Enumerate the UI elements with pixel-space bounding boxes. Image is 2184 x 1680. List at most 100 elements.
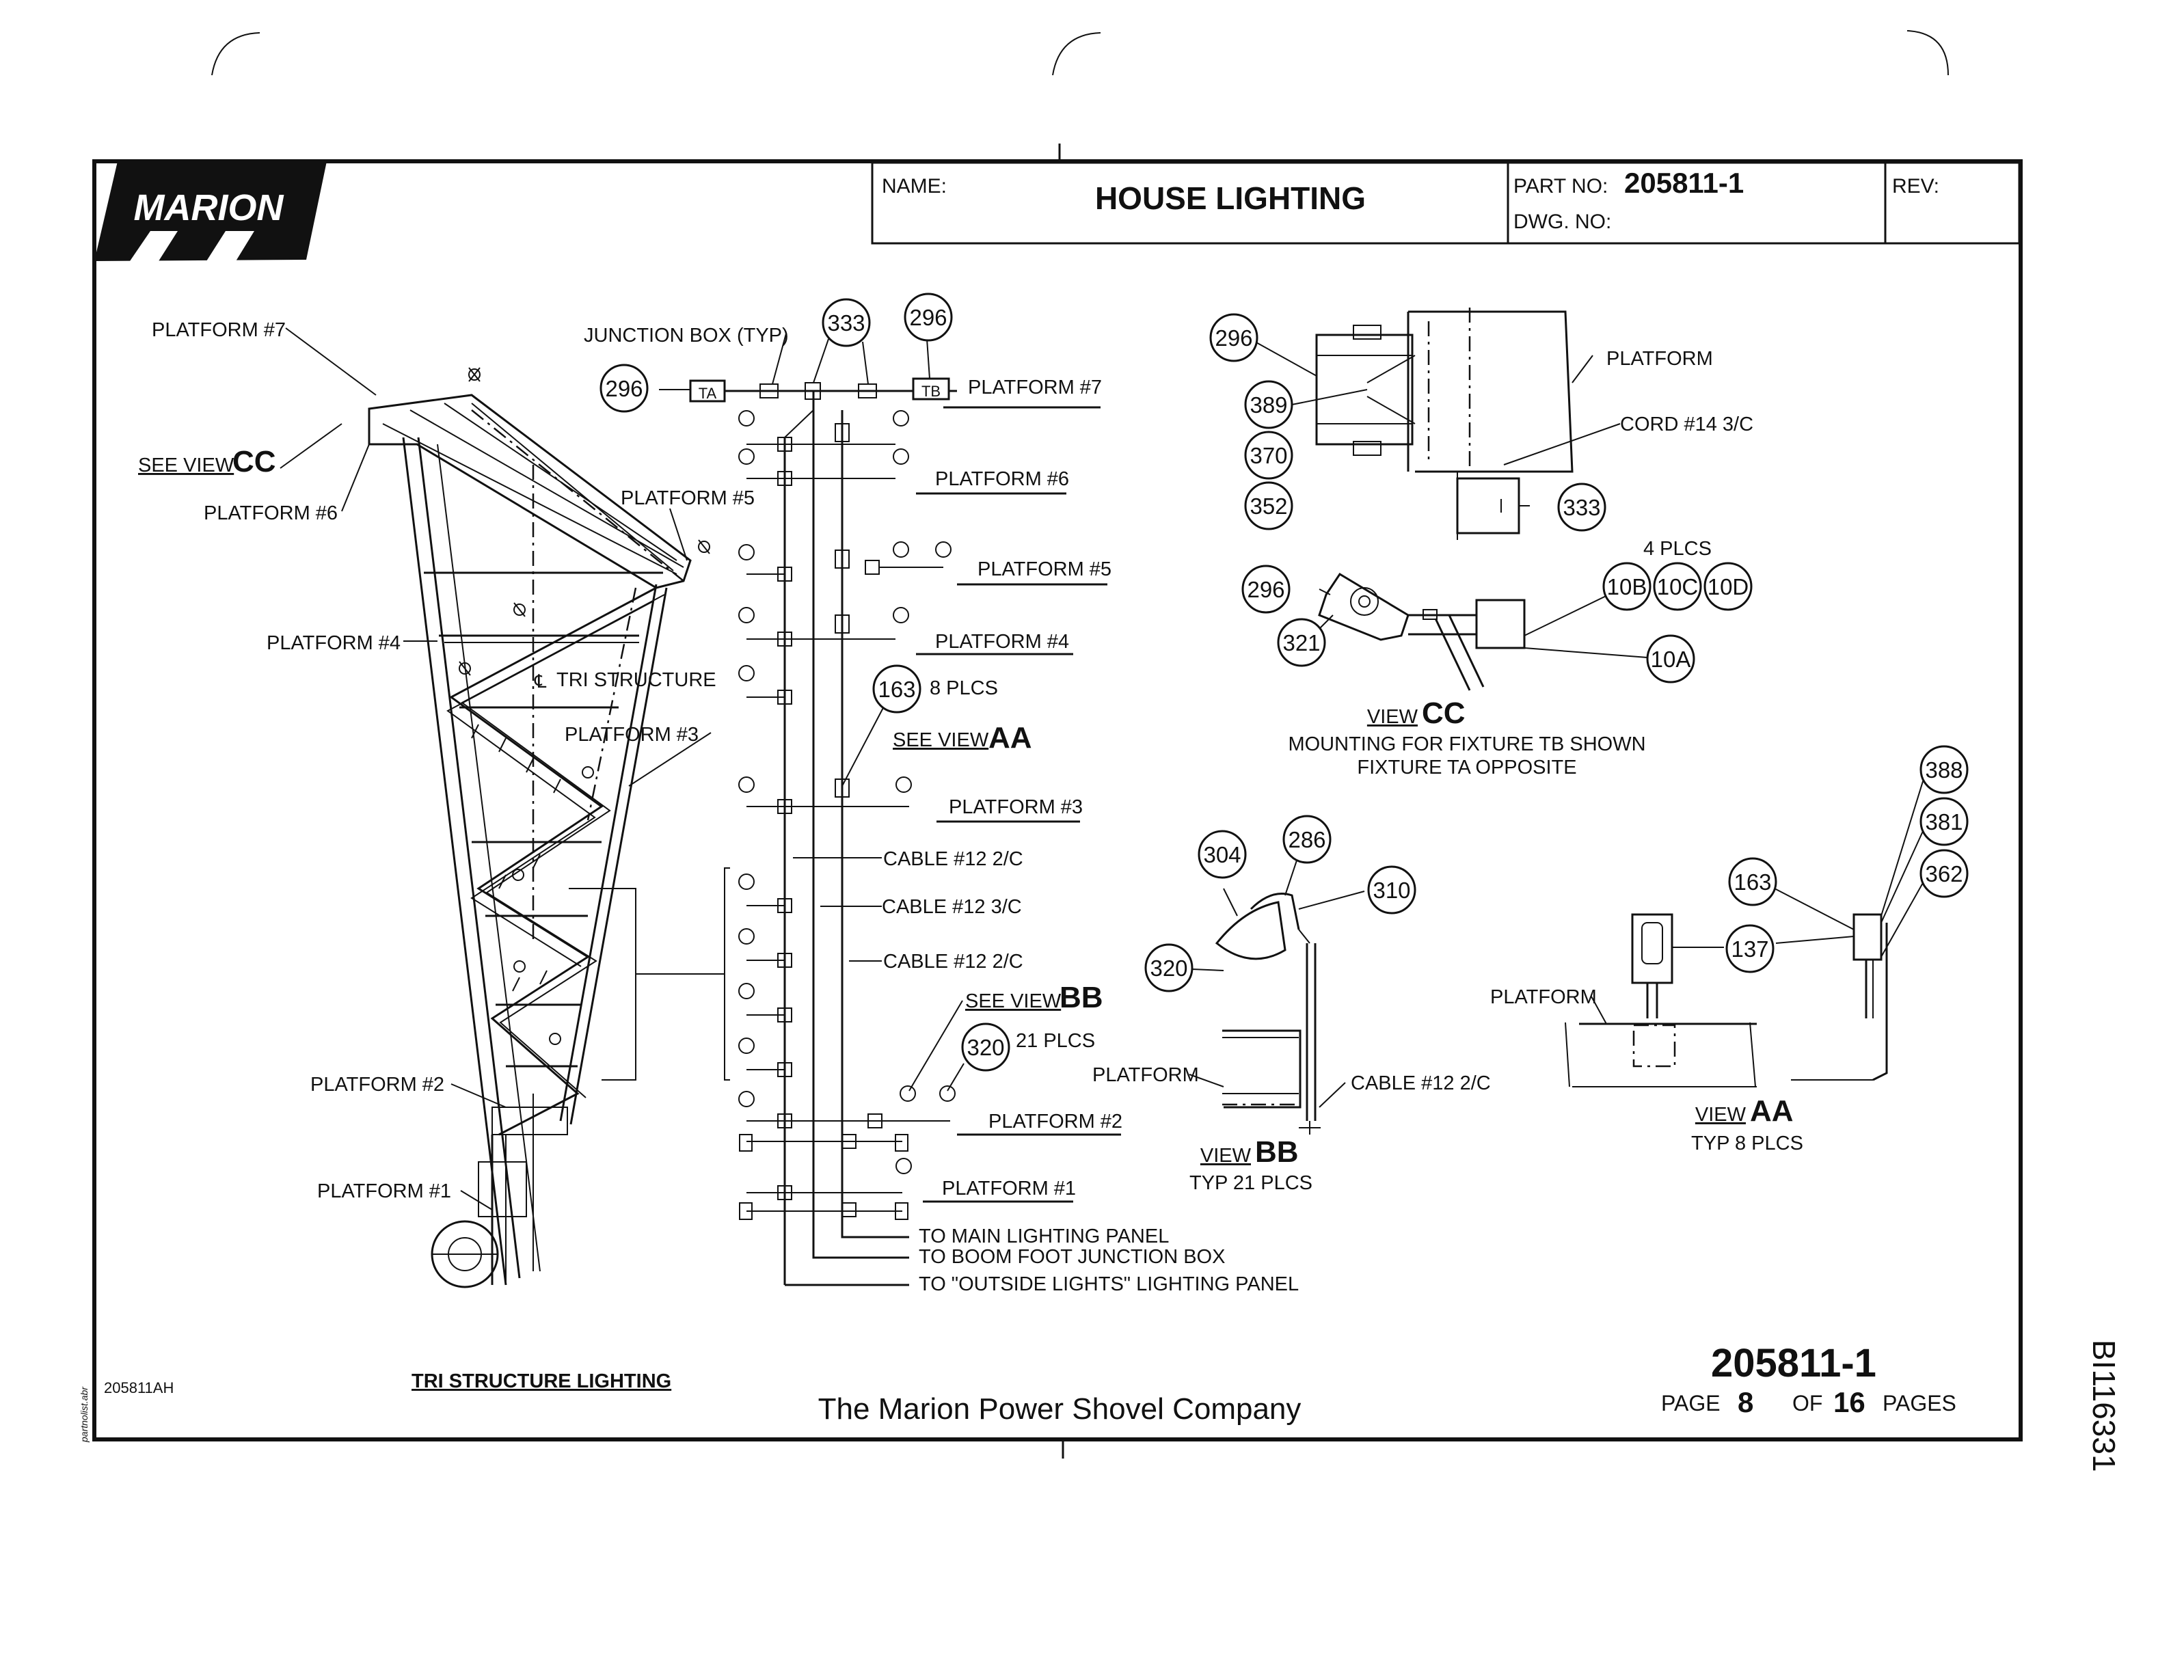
sch-platform-5-label: PLATFORM #5 bbox=[978, 558, 1111, 580]
view-cc-note-1: MOUNTING FOR FIXTURE TB SHOWN bbox=[1288, 733, 1645, 755]
sch-platform-2-label: PLATFORM #2 bbox=[988, 1111, 1122, 1133]
centerline-symbol: ℄ bbox=[534, 671, 547, 692]
view-bb-letters: BB bbox=[1255, 1135, 1299, 1169]
see-view-aa-prefix: SEE VIEW bbox=[893, 729, 989, 751]
callout-bubble bbox=[1244, 481, 1293, 530]
view-aa-letters: AA bbox=[1750, 1094, 1794, 1128]
callout-296-cc: 296 bbox=[1247, 577, 1284, 602]
view-cc-letters: CC bbox=[1422, 696, 1466, 730]
to-outside-lights-label: TO "OUTSIDE LIGHTS" LIGHTING PANEL bbox=[919, 1273, 1299, 1295]
callout-296-a: 296 bbox=[605, 376, 643, 401]
wiring-schematic bbox=[659, 333, 1121, 1286]
callout-bubble bbox=[904, 293, 953, 342]
see-view-bb-letters: BB bbox=[1060, 981, 1103, 1014]
callout-370: 370 bbox=[1250, 443, 1287, 468]
sch-platform-4-label: PLATFORM #4 bbox=[935, 631, 1069, 653]
callout-bubble bbox=[961, 1022, 1010, 1072]
callout-bubble bbox=[1282, 815, 1332, 864]
side-file-code: partnolist.abr bbox=[79, 1386, 90, 1443]
tri-platform-3-label: PLATFORM #3 bbox=[565, 724, 699, 746]
callout-10c: 10C bbox=[1657, 574, 1699, 599]
plcs-8-label: 8 PLCS bbox=[930, 677, 998, 699]
drawing-border bbox=[92, 159, 2023, 1441]
view-bb-prefix: VIEW bbox=[1200, 1145, 1252, 1167]
tri-platform-1-label: PLATFORM #1 bbox=[317, 1180, 451, 1202]
callout-bubble bbox=[872, 664, 921, 714]
callout-137: 137 bbox=[1731, 936, 1768, 962]
tri-platform-4-label: PLATFORM #4 bbox=[267, 632, 401, 654]
callout-310: 310 bbox=[1373, 878, 1410, 903]
callout-296-b: 296 bbox=[909, 305, 947, 330]
file-code: 205811AH bbox=[104, 1379, 174, 1396]
callout-10d: 10D bbox=[1708, 574, 1749, 599]
callout-bubble bbox=[1919, 849, 1969, 898]
view-aa-prefix: VIEW bbox=[1695, 1104, 1747, 1126]
logo-text: MARION bbox=[134, 187, 284, 228]
punch-hole-mark bbox=[1052, 32, 1101, 76]
callout-163-aa: 163 bbox=[1734, 869, 1771, 895]
plcs-21-label: 21 PLCS bbox=[1016, 1030, 1095, 1052]
fixture-ta-label: TA bbox=[699, 385, 717, 402]
callout-381: 381 bbox=[1925, 809, 1963, 835]
footer-part-number: 205811-1 bbox=[1711, 1341, 1876, 1385]
fixture-mount-labels: 296 389 370 352 333 PLATFORM CORD #14 3/… bbox=[1209, 313, 1753, 532]
part-no-label: PART NO: bbox=[1513, 175, 1608, 198]
callout-296-top: 296 bbox=[1215, 325, 1252, 351]
callout-352: 352 bbox=[1250, 493, 1287, 519]
detail-platform-label: PLATFORM bbox=[1606, 348, 1713, 370]
callout-bubble bbox=[1646, 634, 1695, 683]
drawing-title: HOUSE LIGHTING bbox=[1095, 180, 1366, 216]
to-main-panel-label: TO MAIN LIGHTING PANEL bbox=[919, 1225, 1169, 1247]
sch-platform-6-label: PLATFORM #6 bbox=[935, 468, 1069, 490]
callout-bubble bbox=[1244, 431, 1293, 480]
callout-389: 389 bbox=[1250, 392, 1287, 418]
page-number: 8 bbox=[1738, 1386, 1753, 1418]
callout-bubble bbox=[1653, 562, 1702, 611]
page-label: PAGE bbox=[1661, 1391, 1721, 1415]
see-view-aa-letters: AA bbox=[988, 721, 1032, 755]
callout-bubble bbox=[1919, 797, 1969, 846]
view-cc-labels: 296 321 4 PLCS 10B 10C 10D 10A VIEW CC M… bbox=[1241, 538, 1753, 778]
callout-bubble bbox=[1557, 483, 1606, 532]
callout-bubble bbox=[1703, 562, 1753, 611]
callout-bubble bbox=[1602, 562, 1652, 611]
view-aa-platform-label: PLATFORM bbox=[1490, 986, 1597, 1008]
callout-bubble bbox=[1244, 380, 1293, 429]
callout-bubble bbox=[1367, 865, 1416, 914]
view-cc-note-2: FIXTURE TA OPPOSITE bbox=[1357, 757, 1576, 778]
tri-structure-lighting-caption: TRI STRUCTURE LIGHTING bbox=[412, 1370, 671, 1392]
callout-321: 321 bbox=[1282, 630, 1320, 655]
fixture-mount-detail bbox=[1254, 308, 1621, 540]
sch-platform-7-label: PLATFORM #7 bbox=[968, 377, 1102, 398]
of-label: OF bbox=[1792, 1391, 1822, 1415]
see-view-bb-prefix: SEE VIEW bbox=[965, 990, 1062, 1012]
callout-333: 333 bbox=[827, 310, 865, 336]
callout-362: 362 bbox=[1925, 861, 1963, 886]
callout-286: 286 bbox=[1288, 827, 1325, 852]
total-pages: 16 bbox=[1833, 1386, 1865, 1418]
callout-bubble bbox=[599, 364, 649, 413]
callout-163: 163 bbox=[878, 677, 915, 702]
plcs-4-label: 4 PLCS bbox=[1643, 538, 1712, 560]
name-label: NAME: bbox=[882, 175, 947, 198]
marion-logo: MARION bbox=[94, 161, 327, 261]
callout-bubble bbox=[1725, 924, 1775, 973]
tri-structure-centerline-label: TRI STRUCTURE bbox=[556, 669, 716, 691]
view-aa-typ-label: TYP 8 PLCS bbox=[1691, 1133, 1803, 1154]
view-bb-typ-label: TYP 21 PLCS bbox=[1189, 1172, 1312, 1194]
company-name: The Marion Power Shovel Company bbox=[818, 1392, 1302, 1426]
callout-304: 304 bbox=[1203, 842, 1241, 867]
cable-12-2c-label-b: CABLE #12 2/C bbox=[883, 951, 1023, 973]
view-bb-platform-label: PLATFORM bbox=[1092, 1064, 1199, 1086]
sch-platform-3-label: PLATFORM #3 bbox=[949, 796, 1083, 818]
callout-320-bb: 320 bbox=[1150, 956, 1187, 981]
view-bb-drawing bbox=[1189, 854, 1365, 1135]
margin-code: BI116331 bbox=[2086, 1340, 2122, 1472]
junction-box-label: JUNCTION BOX (TYP) bbox=[584, 325, 789, 347]
callout-10b: 10B bbox=[1607, 574, 1647, 599]
see-view-cc-letters: CC bbox=[232, 445, 276, 478]
dwg-no-label: DWG. NO: bbox=[1513, 211, 1611, 233]
tri-platform-5-label: PLATFORM #5 bbox=[621, 487, 755, 509]
see-view-cc-prefix: SEE VIEW bbox=[138, 455, 234, 476]
callout-333-top: 333 bbox=[1563, 495, 1600, 520]
